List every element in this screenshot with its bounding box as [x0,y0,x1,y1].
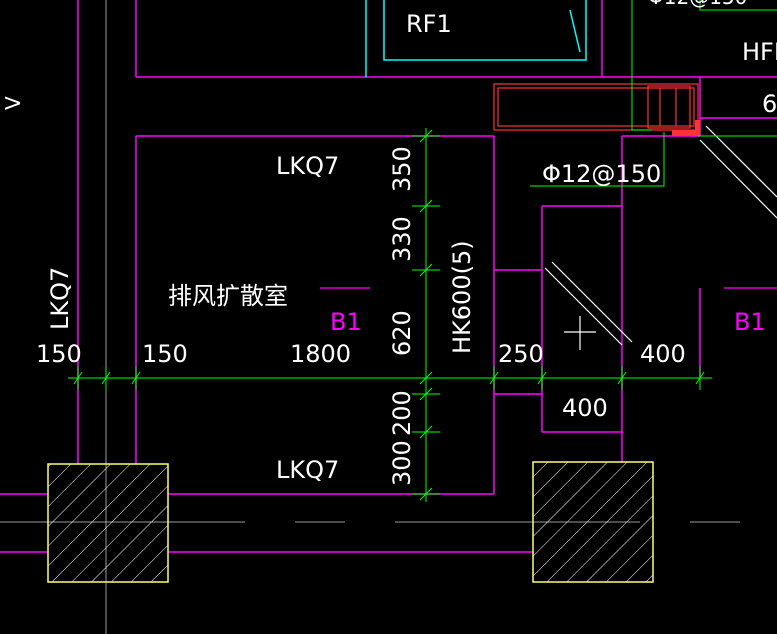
dim-150-a: 150 [36,340,82,368]
label-lkq7-top: LKQ7 [276,152,339,180]
dim-150-b: 150 [142,340,188,368]
label-room-name: 排风扩散室 [168,282,288,310]
dim-330: 330 [388,216,416,262]
label-rebar: Φ12@150 [542,160,661,188]
column-left [47,463,169,583]
rf1-outline [365,0,587,77]
column-right [532,461,654,583]
dim-300: 300 [388,440,416,486]
label-six: 6 [762,90,777,118]
label-b1-right: B1 [734,308,766,336]
leader-lines [530,0,777,187]
rebar-detail [493,83,699,131]
label-b1-left: B1 [330,308,362,336]
dim-620: 620 [388,310,416,356]
dim-350: 350 [388,146,416,192]
rebar-hatch [672,120,700,136]
label-beam: HK600(5) [448,240,476,354]
dim-200: 200 [388,390,416,436]
label-lkq7-left: LKQ7 [46,267,74,330]
dimension-lines [68,128,712,502]
dim-1800: 1800 [290,340,351,368]
label-top-partial: Φ12@150 [648,0,747,9]
label-v-mark: V [1,96,25,110]
label-hfm: HFM [742,38,777,66]
dim-400-a: 400 [640,340,686,368]
label-rf1: RF1 [406,10,452,38]
dim-250: 250 [498,340,544,368]
dim-400-b: 400 [562,394,608,422]
label-lkq7-bottom: LKQ7 [276,456,339,484]
diagonal-lines [544,125,777,350]
